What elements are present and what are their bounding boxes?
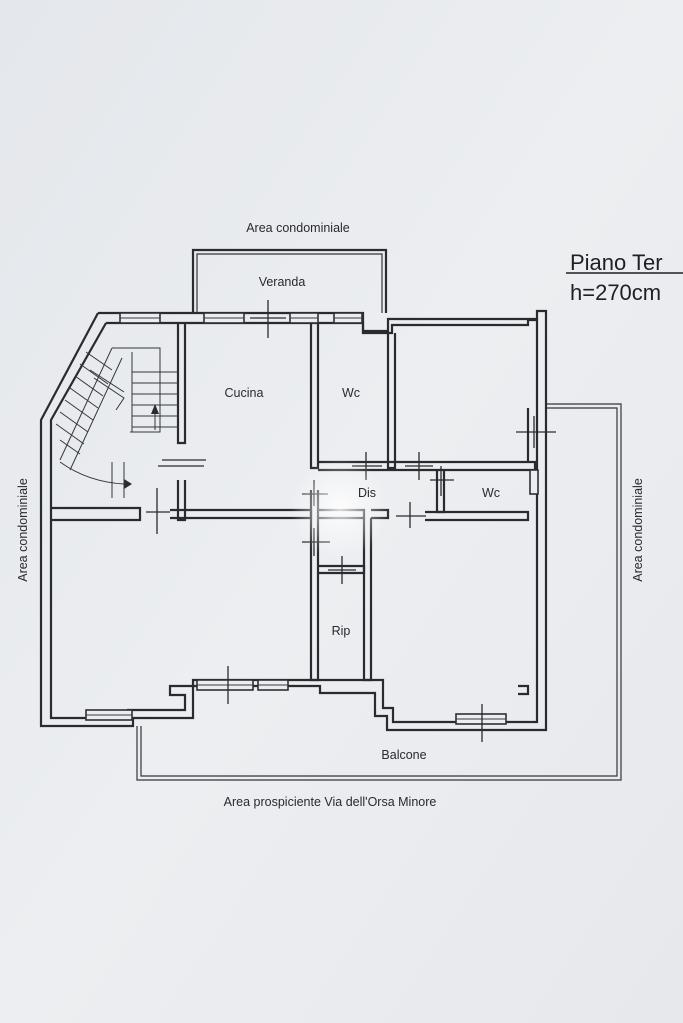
windows [85, 312, 539, 725]
room-dis: Dis [358, 486, 376, 500]
plan-title: Piano Ter h=270cm [566, 250, 683, 305]
stair-arrow-down [124, 479, 132, 489]
title-line-2: h=270cm [570, 280, 661, 305]
room-balcone: Balcone [381, 748, 426, 762]
room-wc-2: Wc [482, 486, 500, 500]
room-wc-1: Wc [342, 386, 360, 400]
staircase [55, 347, 178, 498]
area-labels: Area condominiale Area condominiale Area… [16, 221, 645, 809]
room-rip: Rip [332, 624, 351, 638]
area-label-right: Area condominiale [631, 478, 645, 582]
stair-arrow-up [151, 404, 159, 414]
photo-glare [290, 458, 390, 558]
area-label-left: Area condominiale [16, 478, 30, 582]
room-cucina: Cucina [225, 386, 264, 400]
window-wc2 [529, 469, 539, 495]
veranda-area [191, 248, 388, 313]
area-label-top: Area condominiale [246, 221, 350, 235]
room-labels: Veranda Cucina Wc Dis Wc Rip Balcone [225, 275, 500, 762]
area-label-bottom: Area prospiciente Via dell'Orsa Minore [224, 795, 437, 809]
title-line-1: Piano Ter [570, 250, 663, 275]
outer-boundary [136, 403, 622, 781]
room-veranda: Veranda [259, 275, 306, 289]
